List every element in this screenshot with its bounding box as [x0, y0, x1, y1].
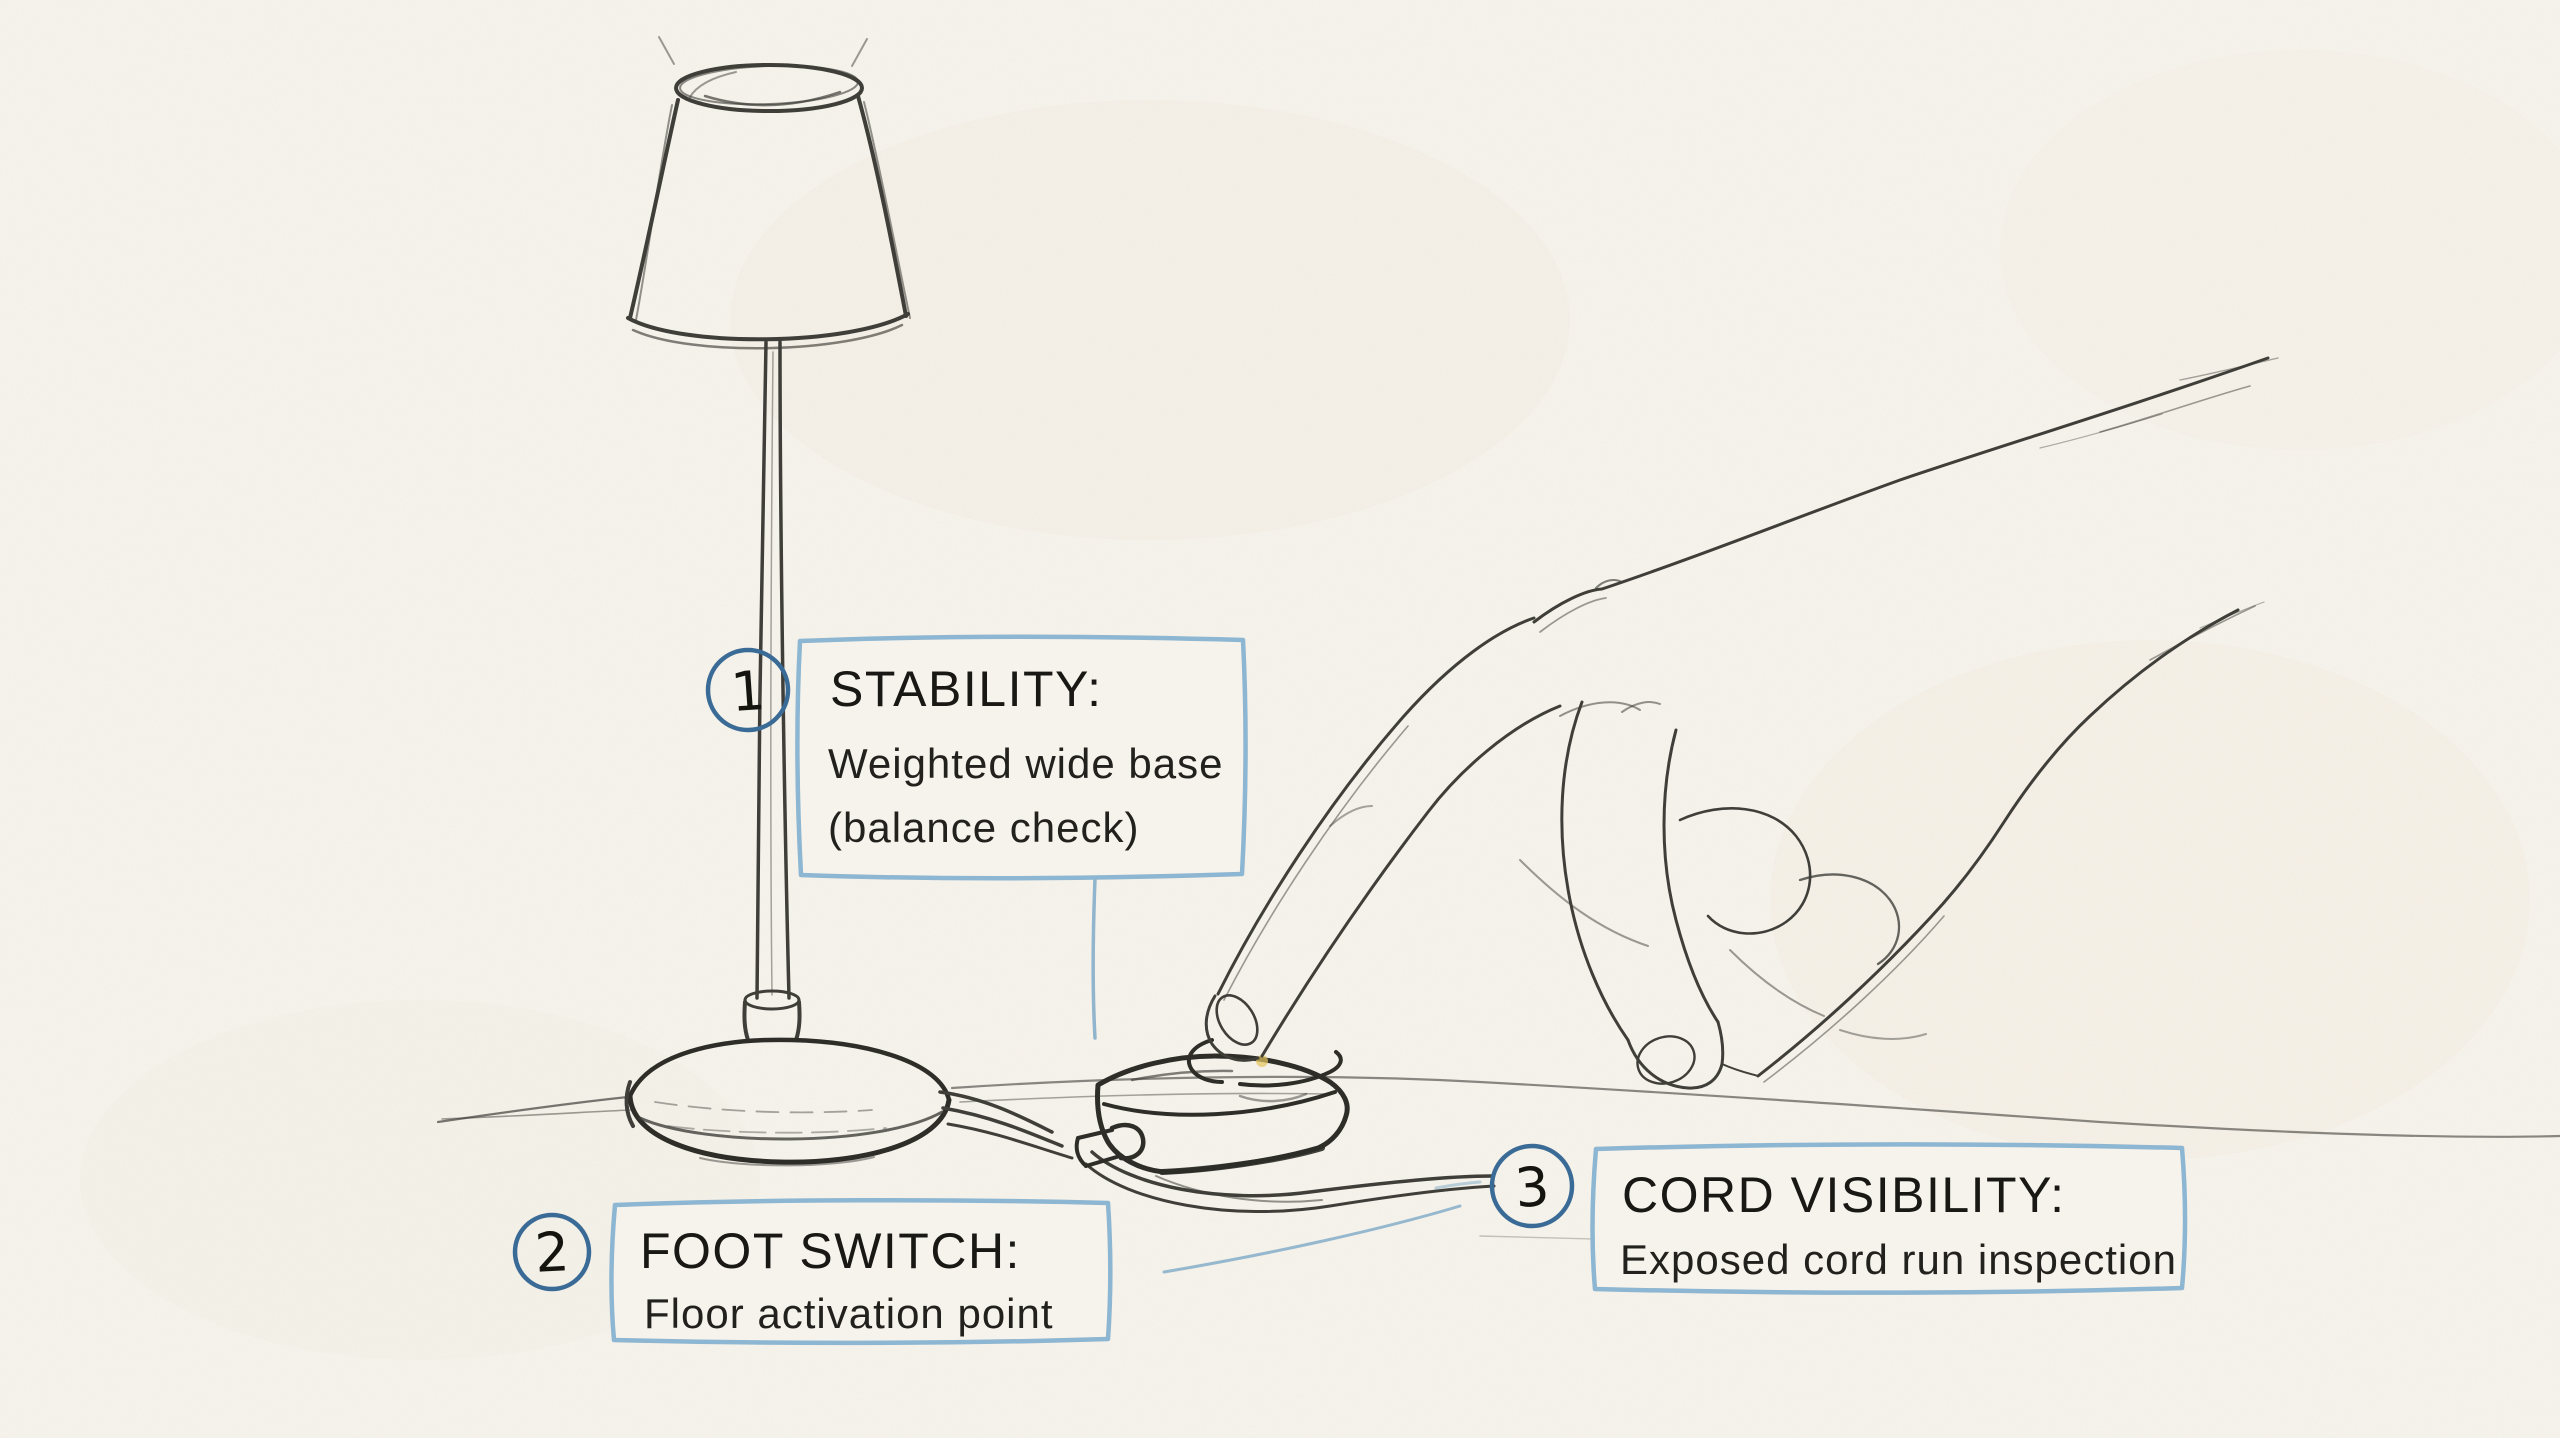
- callout-cord-visibility-circle: [1489, 1143, 1575, 1229]
- leader-line-cord: [1162, 1204, 1462, 1274]
- foot-switch: [1074, 1038, 1350, 1175]
- power-cord: [938, 1090, 1496, 1214]
- callout-cord-visibility-number: 3: [1513, 1155, 1552, 1220]
- callout-foot-switch-box: [609, 1197, 1113, 1346]
- index-fingernail: [1215, 994, 1259, 1046]
- hand-bottom-contour: [1721, 601, 2265, 1083]
- curled-fingers: [1519, 700, 1927, 1090]
- callout-foot-switch: 2 FOOT SWITCH: Floor activation point: [512, 1197, 1113, 1346]
- curled-fingernail: [1636, 1035, 1696, 1085]
- callout-stability: 1 STABILITY: Weighted wide base (balance…: [705, 634, 1248, 881]
- callout-cord-visibility: 3 CORD VISIBILITY: Exposed cord run insp…: [1489, 1142, 2188, 1295]
- callout-stability-circle: [705, 647, 791, 733]
- callout-foot-switch-line-1: Floor activation point: [644, 1290, 1054, 1337]
- callout-foot-switch-circle: [512, 1212, 592, 1292]
- callout-foot-switch-number: 2: [533, 1220, 571, 1285]
- callout-cord-visibility-title: CORD VISIBILITY:: [1622, 1167, 2066, 1223]
- hand-top-contour: [1532, 356, 2279, 713]
- lamp-sketch: [624, 36, 952, 1167]
- callout-cord-visibility-line-1: Exposed cord run inspection: [1620, 1236, 2177, 1283]
- lamp-pole: [755, 340, 791, 1000]
- index-finger: [1204, 616, 1562, 1103]
- lamp-neck: [742, 989, 802, 1042]
- cord-plug: [1074, 1122, 1146, 1168]
- callout-foot-switch-title: FOOT SWITCH:: [640, 1223, 1021, 1279]
- callout-stability-number: 1: [729, 659, 768, 724]
- callout-stability-title: STABILITY:: [830, 661, 1103, 717]
- callout-stability-box: [795, 634, 1248, 881]
- callout-stability-line-1: Weighted wide base: [828, 740, 1223, 787]
- leader-line-stability: [1091, 877, 1097, 1040]
- callout-stability-line-2: (balance check): [828, 804, 1139, 851]
- lamp-shade: [626, 36, 911, 350]
- callout-cord-visibility-box: [1590, 1142, 2188, 1295]
- leader-line-cord-tick: [1434, 1180, 1482, 1190]
- lamp-base: [624, 1037, 952, 1167]
- hand-sketch: [1204, 356, 2279, 1103]
- switch-button: [1186, 1038, 1343, 1088]
